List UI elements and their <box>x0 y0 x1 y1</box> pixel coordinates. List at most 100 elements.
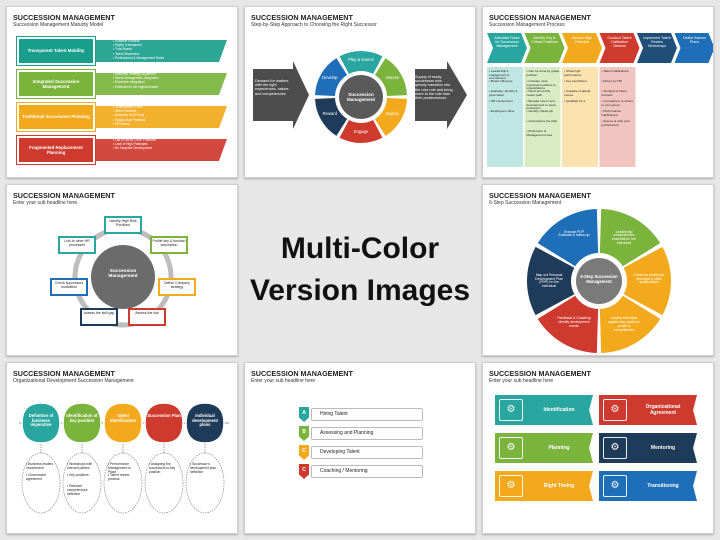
process-step-label: Implement Talent Review Workshops <box>643 36 671 48</box>
process-item: • Can be done by grade position <box>526 69 560 77</box>
tile-icon: ⚙ <box>603 399 627 421</box>
slide-title: SUCCESSION MANAGEMENT <box>489 13 591 22</box>
maturity-label: Integrated Succession Management <box>17 70 95 98</box>
process-item: • HR involvement <box>489 99 513 103</box>
leaf-label: Identification of key position <box>66 413 98 423</box>
feature-tile[interactable]: ⚙Right Timing <box>495 471 593 501</box>
feature-tile[interactable]: ⚙Planning <box>495 433 593 463</box>
feature-tile[interactable]: ⚙ Mentoring <box>599 433 697 463</box>
tile-icon: ⚙ <box>603 437 627 459</box>
tile-icon: ⚙ <box>499 437 523 459</box>
node-box <box>128 308 166 326</box>
node-box <box>50 278 88 296</box>
leaf-shape <box>62 402 102 444</box>
maturity-bullet: • Scalable Process <box>113 39 140 43</box>
maturity-bullet: • Supply-Gap Positions <box>113 117 146 122</box>
node-label: Assess the skill gap <box>83 311 115 315</box>
hub-label: 6-Step Succession Management <box>580 274 618 284</box>
process-item: • Evaluate, identify & grow talent <box>489 89 518 97</box>
slide-tiles[interactable]: SUCCESSION MANAGEMENT Enter your sub hea… <box>482 362 714 534</box>
slide-hub-nodes[interactable]: SUCCESSION MANAGEMENT Enter your sub hea… <box>6 184 238 356</box>
maturity-bullet: • Business Unit Focus <box>113 113 145 118</box>
process-chevron <box>487 33 527 63</box>
maturity-band <box>93 139 227 161</box>
list-item[interactable]: Developing Talent <box>311 446 423 459</box>
list-item[interactable]: Hiring Talent <box>311 408 423 421</box>
cycle-segment <box>315 98 348 136</box>
node-box <box>158 278 196 296</box>
process-panel <box>599 67 636 167</box>
process-item: • Board Influence <box>489 79 513 83</box>
slide-title: SUCCESSION MANAGEMENT <box>251 369 353 378</box>
tile-icon: ⚙ <box>499 475 523 497</box>
cycle-segment-label: Play & source <box>348 57 374 62</box>
leaf-label: Definition of business imperative <box>28 413 54 428</box>
slide-subtitle: 6-Step Succession Management <box>489 200 562 206</box>
leaf-label: Individual development plans <box>192 413 218 428</box>
cycle-segment <box>339 120 383 143</box>
cycle-segment <box>374 98 407 136</box>
slide-subtitle: Succession Management Process <box>489 22 565 28</box>
leaf-bullet: • Assigning the successors to key positi… <box>149 462 176 474</box>
node-box <box>104 216 142 234</box>
feature-tile[interactable]: ⚙Organizational Agreement <box>599 395 697 425</box>
maturity-bullet: • Professional & Management Roles <box>113 55 165 60</box>
wheel-segment-label: Check for functional, technical & skills… <box>633 273 665 285</box>
slide-org-development[interactable]: SUCCESSION MANAGEMENT Organizational Dev… <box>6 362 238 534</box>
process-panel <box>524 67 561 167</box>
list-item[interactable]: Assessing and Planning <box>311 427 423 440</box>
leaf-shape <box>21 402 61 444</box>
list-item[interactable]: Coaching / Mentoring <box>311 465 423 478</box>
slide-list[interactable]: SUCCESSION MANAGEMENT Enter your sub hea… <box>244 362 476 534</box>
center-heading-line1: Multi-Color <box>280 232 440 265</box>
node-box <box>150 236 188 254</box>
demand-text: Demand for leaders with the right experi… <box>255 79 289 96</box>
wheel-segment <box>527 246 575 316</box>
process-item: • Employee's drive <box>489 109 515 113</box>
feature-tile[interactable]: ⚙Transitioning <box>599 471 697 501</box>
slide-six-step[interactable]: SUCCESSION MANAGEMENT 6-Step Succession … <box>482 184 714 356</box>
maturity-row: Integrated Succession Management• Busine… <box>7 70 237 98</box>
process-chevron <box>524 33 565 63</box>
slide-maturity-model[interactable]: SUCCESSION MANAGEMENT Succession Managem… <box>6 6 238 178</box>
process-step-label: Articulate Roles for Succession Manageme… <box>494 36 520 48</box>
node-label: Link to other HR processes <box>64 239 90 247</box>
slide-step-approach[interactable]: SUCCESSION MANAGEMENT Step-by-Step Appro… <box>244 6 476 178</box>
list-letter-tab: C <box>299 464 309 479</box>
detail-ellipse <box>144 452 184 514</box>
tile-label: Mentoring <box>650 445 676 451</box>
process-panel <box>562 67 598 167</box>
tile-icon: ⚙ <box>603 475 627 497</box>
wheel-segment-label: Leadership competencies essential for th… <box>612 229 636 245</box>
maturity-label: Transparent Talent Mobility <box>17 37 95 65</box>
slide-title: SUCCESSION MANAGEMENT <box>13 13 115 22</box>
process-step-label: Define Actions Plans <box>683 36 706 44</box>
maturity-bullet: • Extensive Integration <box>113 80 145 85</box>
leaf-bullet: • Governance agreement <box>26 473 47 481</box>
leaf-shape <box>185 402 225 444</box>
cycle-segment-label: Assess <box>385 75 399 80</box>
node-label: Check successors motivation <box>54 281 84 289</box>
process-item: • Need job profile, career path <box>526 89 551 97</box>
slide-title: SUCCESSION MANAGEMENT <box>13 369 115 378</box>
process-step-label: Identify Key & Critical Positions <box>531 36 558 44</box>
cycle-segment-label: Deploy <box>385 111 399 116</box>
process-item: • Governance the plan <box>526 119 558 123</box>
feature-tile[interactable]: ⚙Identification <box>495 395 593 425</box>
process-item: • Performance Calibrations <box>601 109 622 117</box>
maturity-bullet: • No Targeted Development <box>113 146 152 151</box>
maturity-bullet: • Talent Movement <box>113 51 140 56</box>
wheel-segment-label: Assess individual against key positions'… <box>607 316 641 332</box>
cycle-segment-label: Engage <box>353 129 369 134</box>
process-panel <box>487 67 523 167</box>
cycle-segment-label: Develop <box>322 75 338 80</box>
supply-arrow <box>415 61 467 129</box>
process-item: • Qualified for a <box>564 99 586 103</box>
process-step-label: Conduct Talent Calibration Session <box>607 36 632 48</box>
slide-subtitle: Enter your sub headline here <box>251 378 316 384</box>
process-item: • Talent Calibrations <box>601 69 629 73</box>
detail-ellipse <box>103 452 143 514</box>
wheel-segment <box>599 295 661 353</box>
maturity-band <box>93 73 227 95</box>
slide-process[interactable]: SUCCESSION MANAGEMENT Succession Managem… <box>482 6 714 178</box>
